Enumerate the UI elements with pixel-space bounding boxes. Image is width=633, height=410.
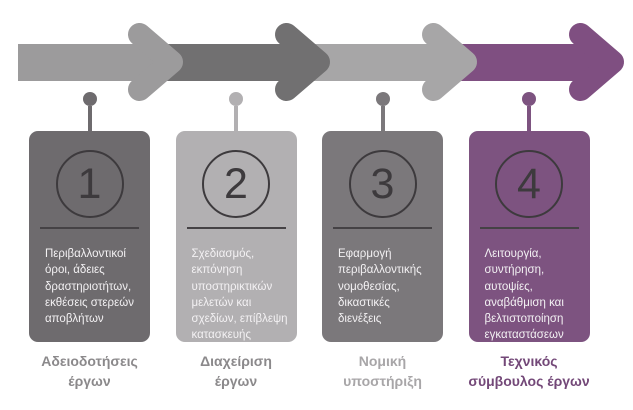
step-column-2: 2 Σχεδιασμός, εκπόνηση υποστηρικτικών με…: [161, 92, 311, 391]
step-label: Αδειοδοτήσεις έργων: [41, 353, 138, 389]
arrow-bar-3: [308, 44, 456, 81]
step-number-circle: 1: [55, 150, 124, 218]
arrow-head-2: [275, 23, 330, 101]
step-description: Λειτουργία, συντήρηση, αυτοψίες, αναβάθμ…: [484, 248, 564, 342]
card-divider: [333, 227, 432, 229]
connector-dot: [229, 92, 243, 106]
step-number-circle: 4: [495, 150, 563, 218]
connector-stem: [87, 106, 92, 131]
connector-stem: [527, 106, 531, 131]
arrow-head-4: [569, 23, 624, 101]
card-divider: [186, 227, 286, 229]
step-label: Διαχείριση έργων: [200, 353, 272, 389]
connector-stem: [380, 106, 385, 131]
step-column-3: 3 Εφαρμογή περιβαλλοντικής νομοθεσίας, δ…: [308, 92, 458, 391]
step-card: 3 Εφαρμογή περιβαλλοντικής νομοθεσίας, δ…: [322, 131, 443, 342]
step-number-circle: 2: [202, 150, 270, 218]
step-description: Σχεδιασμός, εκπόνηση υποστηρικτικών μελε…: [191, 248, 288, 342]
step-card: 4 Λειτουργία, συντήρηση, αυτοψίες, αναβά…: [468, 131, 590, 342]
step-number-circle: 3: [348, 150, 417, 218]
step-number: 3: [370, 159, 395, 208]
arrow-bar-1: [18, 44, 162, 81]
card-divider: [479, 227, 579, 229]
card-divider: [40, 227, 139, 229]
step-column-4: 4 Λειτουργία, συντήρηση, αυτοψίες, αναβά…: [454, 92, 604, 391]
step-card: 1 Περιβαλλοντικοί όροι, άδειες δραστηριο…: [29, 131, 150, 342]
arrow-head-1: [128, 23, 183, 101]
step-description: Περιβαλλοντικοί όροι, άδειες δραστηριοτή…: [45, 248, 134, 326]
step-label: Τεχνικός σύμβουλος έργων: [468, 353, 590, 389]
arrow-bar-4: [455, 44, 601, 81]
connector-dot: [522, 92, 536, 106]
connector-stem: [234, 106, 238, 131]
step-label: Νομική υποστήριξη: [343, 353, 422, 389]
step-description: Εφαρμογή περιβαλλοντικής νομοθεσίας, δικ…: [338, 248, 422, 326]
step-number: 4: [517, 159, 541, 208]
arrow-band: [18, 23, 624, 101]
step-number: 2: [224, 159, 248, 208]
step-number: 1: [77, 159, 102, 208]
step-column-1: 1 Περιβαλλοντικοί όροι, άδειες δραστηριο…: [15, 92, 165, 391]
arrow-bar-2: [161, 44, 309, 81]
step-card: 2 Σχεδιασμός, εκπόνηση υποστηρικτικών με…: [175, 131, 297, 342]
connector-dot: [375, 92, 390, 106]
arrow-head-3: [422, 23, 477, 101]
connector-dot: [82, 92, 97, 106]
